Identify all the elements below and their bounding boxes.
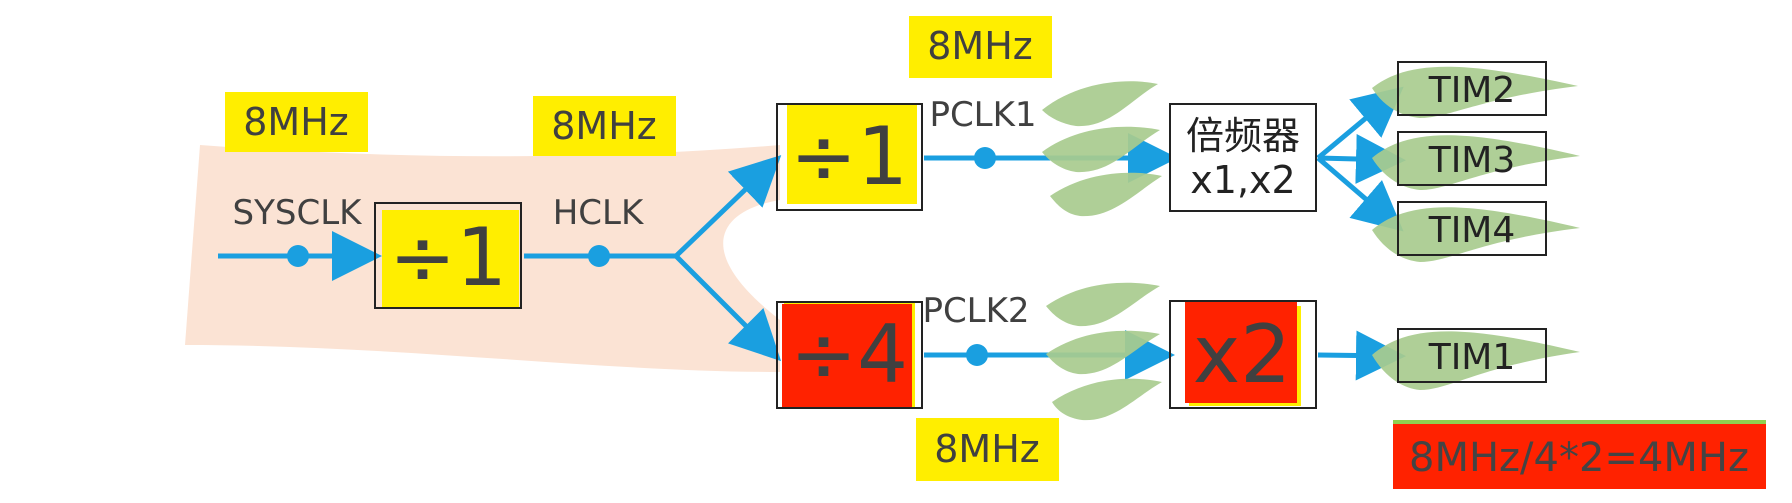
pclk1-dot xyxy=(974,147,996,169)
leaf-icon xyxy=(1042,81,1158,127)
tim4-arrow xyxy=(1316,156,1404,232)
multiplier-title: 倍频器 xyxy=(1186,114,1300,158)
formula-banner: 8MHz/4*2=4MHz xyxy=(1393,420,1766,489)
pclk2-label: PCLK2 xyxy=(922,291,1029,331)
leaf-icon xyxy=(1372,135,1580,190)
formula-text: 8MHz/4*2=4MHz xyxy=(1409,435,1749,481)
tim1-box: TIM1 xyxy=(1397,328,1547,383)
apb2-multiplier-label: x2 xyxy=(1193,308,1291,401)
tim4-label: TIM4 xyxy=(1428,210,1516,251)
leaf-icon xyxy=(1372,331,1580,390)
leaf-icon xyxy=(1372,66,1578,118)
tim3-label: TIM3 xyxy=(1428,140,1516,181)
ahb-divider-box: ÷1 xyxy=(374,202,522,309)
sysclk-label: SYSCLK xyxy=(233,193,364,233)
hclk-label: HCLK xyxy=(553,193,645,233)
leaf-icon xyxy=(1372,207,1580,262)
tim1-label: TIM1 xyxy=(1428,337,1516,378)
branch-apb2-arrow xyxy=(674,254,782,362)
sysclk-freq-label: 8MHz xyxy=(243,100,348,144)
hclk-freq-label: 8MHz xyxy=(551,104,656,148)
pclk2-freq-tag: 8MHz xyxy=(916,418,1059,481)
tim3-box: TIM3 xyxy=(1397,131,1547,186)
tim2-label: TIM2 xyxy=(1428,70,1516,111)
multiplier-options: x1,x2 xyxy=(1190,158,1295,202)
pclk1-label: PCLK1 xyxy=(929,95,1036,135)
branch-apb1-arrow xyxy=(674,155,782,258)
sysclk-dot xyxy=(287,245,309,267)
leaf-icon xyxy=(1052,378,1162,421)
tim2-box: TIM2 xyxy=(1397,61,1547,116)
tim4-box: TIM4 xyxy=(1397,201,1547,256)
tim2-arrow xyxy=(1316,86,1404,160)
pclk2-freq-label: 8MHz xyxy=(934,427,1039,471)
pclk2-dot xyxy=(966,344,988,366)
apb1-divider-box: ÷1 xyxy=(776,103,923,211)
apb2-multiplier-box: x2 xyxy=(1169,300,1317,409)
ahb-divider-label: ÷1 xyxy=(389,211,507,304)
pclk1-freq-tag: 8MHz xyxy=(909,16,1052,78)
leaf-icon xyxy=(1042,126,1160,173)
leaf-icon xyxy=(1046,330,1160,375)
hclk-freq-tag: 8MHz xyxy=(533,96,676,156)
apb1-divider-label: ÷1 xyxy=(790,110,908,203)
apb2-divider-label: ÷4 xyxy=(790,308,908,401)
pclk1-freq-label: 8MHz xyxy=(927,24,1032,68)
clock-paths xyxy=(218,86,1406,381)
apb1-multiplier-box: 倍频器 x1,x2 xyxy=(1169,103,1317,212)
hclk-dot xyxy=(588,245,610,267)
signal-dots xyxy=(287,147,996,366)
leaf-icon xyxy=(1046,282,1160,327)
leaf-icon xyxy=(1050,172,1162,217)
sysclk-freq-tag: 8MHz xyxy=(225,92,368,152)
apb2-divider-box: ÷4 xyxy=(776,301,923,409)
leaf-decorations xyxy=(1042,66,1580,421)
